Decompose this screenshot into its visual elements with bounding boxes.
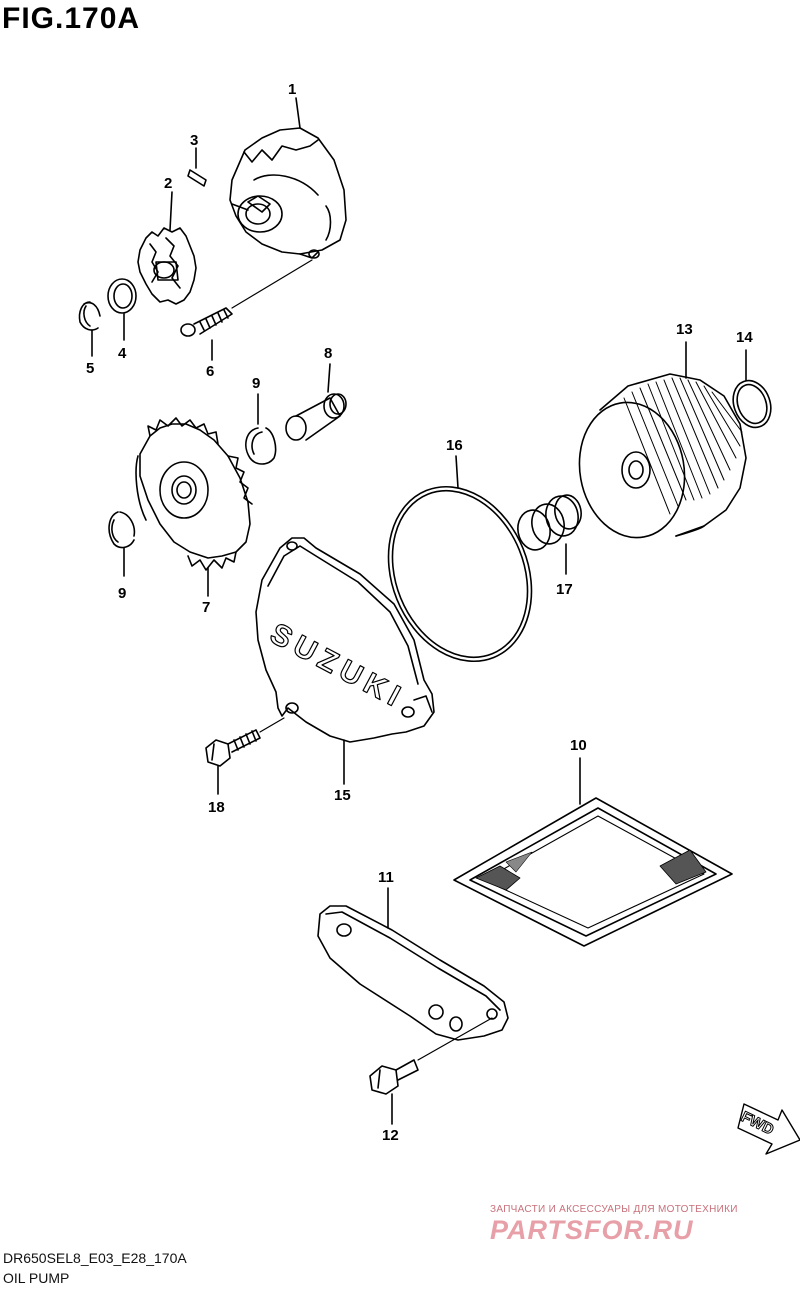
pump-gear[interactable] — [137, 227, 197, 305]
circlip-lower[interactable] — [108, 511, 136, 549]
model-code: DR650SEL8_E03_E28_170A — [3, 1250, 187, 1266]
strainer[interactable] — [453, 797, 733, 947]
callout-9-lower: 9 — [118, 585, 126, 602]
leader-1 — [295, 97, 301, 129]
callout-10: 10 — [570, 737, 587, 754]
fwd-arrow-icon: FWD — [737, 1103, 800, 1155]
figure-caption: OIL PUMP — [3, 1270, 70, 1286]
callout-14: 14 — [736, 329, 753, 346]
leader-8 — [327, 363, 331, 393]
figure-title: FIG.170A — [2, 2, 141, 35]
o-ring-large[interactable] — [363, 465, 557, 683]
circlip[interactable] — [78, 301, 101, 331]
filter-pleats — [623, 377, 743, 515]
callout-18: 18 — [208, 799, 225, 816]
spring[interactable] — [515, 493, 584, 552]
callout-4: 4 — [118, 345, 127, 362]
callout-6: 6 — [206, 363, 214, 380]
callout-17: 17 — [556, 581, 573, 598]
o-ring-small[interactable] — [727, 375, 777, 432]
callout-16: 16 — [446, 437, 463, 454]
fwd-label: FWD — [738, 1108, 776, 1138]
drive-gear[interactable] — [135, 417, 253, 571]
pin[interactable] — [187, 169, 207, 187]
bolt-12[interactable] — [369, 1017, 493, 1095]
callout-13: 13 — [676, 321, 693, 338]
callout-1: 1 — [288, 81, 296, 98]
callout-2: 2 — [164, 175, 172, 192]
watermark-tagline: ЗАПЧАСТИ И АКСЕССУАРЫ ДЛЯ МОТОТЕХНИКИ — [490, 1204, 738, 1215]
callout-5: 5 — [86, 360, 94, 377]
oil-filter[interactable] — [569, 373, 747, 546]
leader-2 — [169, 191, 173, 231]
leader-16 — [455, 455, 459, 489]
watermark-brand: PARTSFOR.RU — [490, 1215, 694, 1245]
callout-3: 3 — [190, 132, 198, 149]
callout-11: 11 — [378, 869, 394, 886]
washer[interactable] — [107, 278, 137, 314]
callout-8: 8 — [324, 345, 332, 362]
bolt-18[interactable] — [205, 717, 285, 767]
cover-lettering: SUZUKI — [265, 617, 411, 715]
callout-9-upper: 9 — [252, 375, 260, 392]
callout-15: 15 — [334, 787, 351, 804]
circlip-upper[interactable] — [245, 427, 277, 465]
callout-7: 7 — [202, 599, 210, 616]
bushing[interactable] — [285, 393, 347, 441]
callout-labels: 1 2 3 4 5 6 7 8 9 9 10 11 12 13 14 15 16… — [86, 81, 753, 1144]
pump-body[interactable] — [229, 127, 347, 259]
callout-12: 12 — [382, 1127, 399, 1144]
cover[interactable]: SUZUKI — [255, 537, 435, 743]
plate[interactable] — [317, 905, 509, 1041]
screw[interactable] — [180, 259, 313, 337]
